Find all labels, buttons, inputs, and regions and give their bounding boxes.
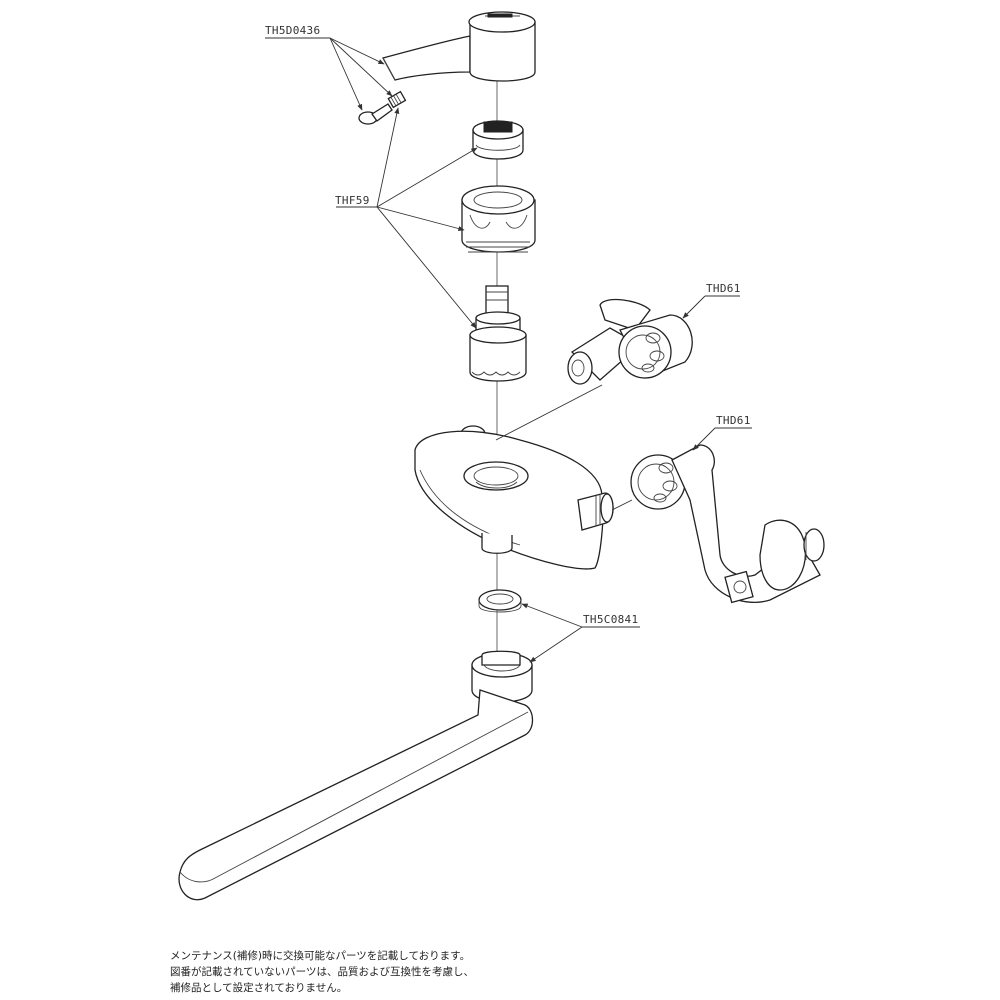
eccentric-fitting-upper bbox=[567, 298, 693, 385]
cap-nut bbox=[461, 185, 536, 253]
note-line-1: メンテナンス(補修)時に交換可能なパーツを記載しております。 bbox=[170, 950, 471, 962]
part-label-thd61-lower: THD61 bbox=[716, 414, 751, 427]
handle-lever bbox=[382, 11, 536, 82]
cartridge bbox=[469, 285, 527, 382]
note-line-2: 図番が記載されていないパーツは、品質および互換性を考慮し、 bbox=[170, 966, 474, 978]
eccentric-fitting-lower bbox=[630, 444, 825, 604]
packing-ring bbox=[478, 589, 522, 613]
faucet-body bbox=[414, 425, 614, 570]
part-label-th5c0841: TH5C0841 bbox=[583, 613, 638, 626]
note-line-3: 補修品として設定されておりません。 bbox=[170, 982, 348, 994]
part-label-thf59: THF59 bbox=[335, 194, 370, 207]
handle-screw bbox=[358, 90, 407, 125]
spout bbox=[178, 650, 534, 901]
stem-top-piece bbox=[472, 120, 524, 160]
part-label-th5d0436: TH5D0436 bbox=[265, 24, 320, 37]
part-label-thd61-upper: THD61 bbox=[706, 282, 741, 295]
leader-lines bbox=[265, 37, 752, 663]
maintenance-note: メンテナンス(補修)時に交換可能なパーツを記載しております。 図番が記載されてい… bbox=[170, 948, 730, 996]
